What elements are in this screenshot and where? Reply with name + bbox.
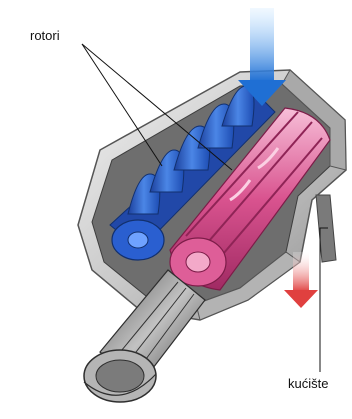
rotors-label: rotori (30, 28, 60, 43)
housing-label: kućište (288, 376, 328, 391)
